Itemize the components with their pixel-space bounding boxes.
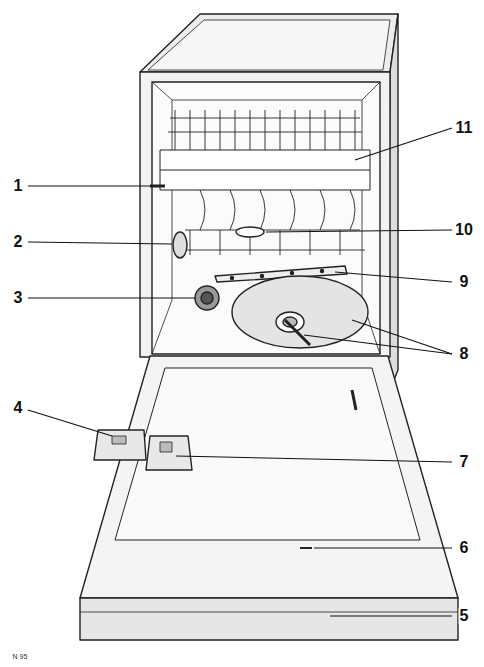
- callout-number: 9: [459, 274, 470, 290]
- callout-number: 8: [459, 346, 470, 362]
- callout-number: 6: [459, 540, 470, 556]
- callout-number: 2: [13, 234, 24, 250]
- figure-note: N 95: [12, 653, 29, 660]
- callout-number: 5: [459, 608, 470, 624]
- callout-number: 1: [13, 178, 24, 194]
- callout-number: 10: [454, 222, 474, 238]
- callout-number: 11: [455, 120, 474, 136]
- callout-number: 4: [13, 400, 24, 416]
- callout-number: 3: [13, 290, 24, 306]
- callout-number: 7: [459, 454, 470, 470]
